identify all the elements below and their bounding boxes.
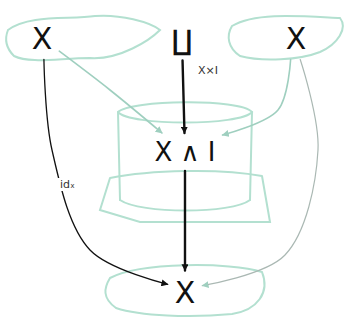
math-object: ∐ [166, 22, 197, 59]
object-symbol: X [32, 21, 53, 56]
arrow-label: idₓ [58, 178, 77, 191]
math-object: X [281, 19, 312, 58]
object-symbol: ∐ [171, 24, 192, 57]
morphism-arrow [44, 60, 168, 285]
morphism-arrow [183, 61, 185, 134]
blob-left [6, 16, 160, 60]
math-object: X [27, 19, 58, 58]
morphism-arrow [202, 60, 318, 286]
arrow-label: X×I [196, 64, 220, 77]
morphism-arrow [59, 51, 162, 133]
morphism-arrow [184, 171, 186, 271]
object-symbol: X [175, 275, 196, 310]
morphism-arrow [223, 60, 291, 136]
math-object: X [170, 273, 201, 312]
math-object: X ∧ I [149, 135, 220, 169]
object-symbol: X ∧ I [154, 137, 215, 167]
object-symbol: X [286, 21, 307, 56]
cylinder-side-left [118, 112, 120, 200]
blob-right [229, 16, 343, 60]
